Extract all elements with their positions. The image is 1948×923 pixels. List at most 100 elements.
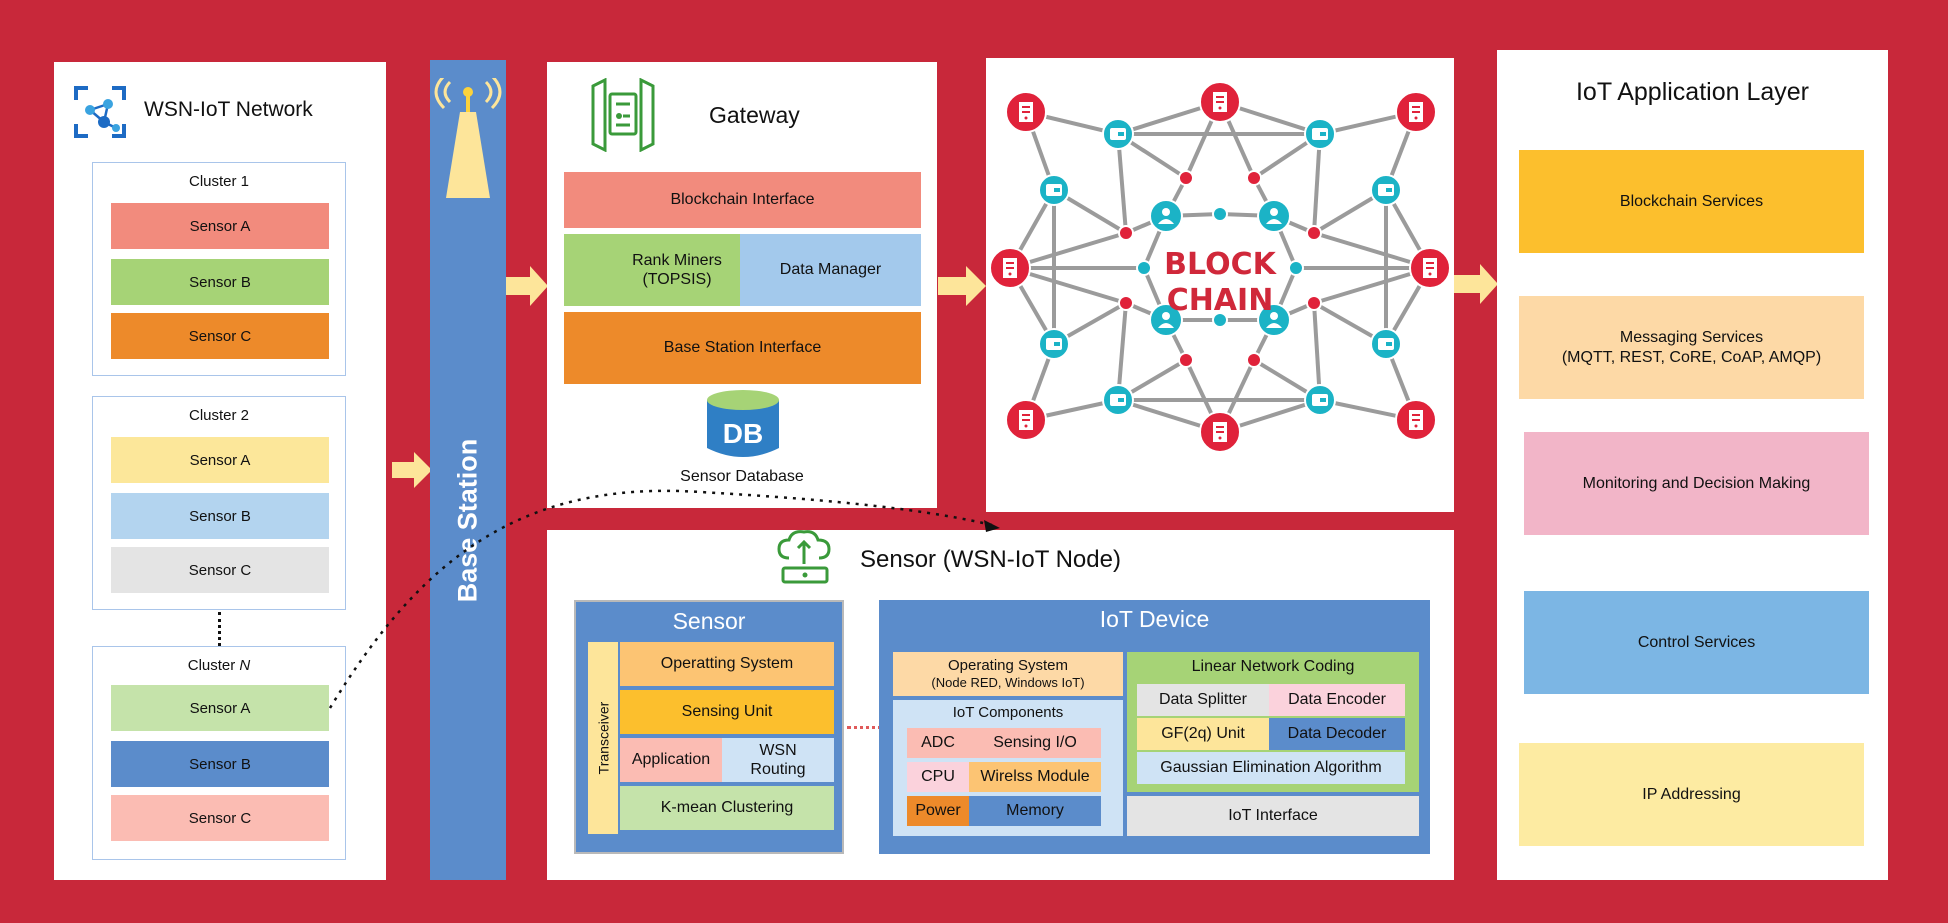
wallet-icon [1312,128,1328,140]
user-icon [1266,208,1282,224]
base-station-interface: Base Station Interface [564,312,921,384]
wallet-icon [1046,184,1062,196]
sensor-c: Sensor C [111,795,329,841]
sensor-database-label: Sensor Database [680,468,804,485]
sensor-a: Sensor A [111,203,329,249]
wallet-icon [1110,394,1126,406]
data-manager: Data Manager [740,234,921,306]
sensor-c: Sensor C [111,547,329,593]
hub-node [1288,260,1304,276]
wallet-icon [1110,128,1126,140]
wallet-icon [1378,184,1394,196]
user-icon [1266,312,1282,328]
topsis-label: (TOPSIS) [642,271,712,288]
network-icon [74,86,126,138]
blockchain-network-graph: BLOCK CHAIN [989,81,1451,453]
iot-device-title: IoT Device [1099,606,1210,632]
gaussian-elimination: Gaussian Elimination Algorithm [1137,752,1405,784]
iot-components: IoT Components ADC Sensing I/O CPU Wirel… [893,700,1123,836]
transceiver-label: Transceiver [595,701,611,775]
hub-node [1212,312,1228,328]
sensor-b: Sensor B [111,741,329,787]
block-node [1246,170,1262,186]
gateway-panel: Gateway Blockchain Interface Rank Miners… [547,62,937,508]
wsn-routing: WSN Routing [722,738,834,782]
sensor-a: Sensor A [111,685,329,731]
cluster-title: Cluster N [93,657,345,674]
sensor-b: Sensor B [111,259,329,305]
wireless-module: Wirelss Module [969,762,1101,792]
block-node [1118,225,1134,241]
user-icon [1158,208,1174,224]
sensing-unit: Sensing Unit [620,690,834,734]
database-icon: DB [707,390,779,457]
gateway-title: Gateway [709,102,800,128]
server-icon [1019,102,1033,122]
network-edge [1116,302,1128,401]
messaging-services: Messaging Services (MQTT, REST, CoRE, Co… [1519,296,1864,399]
arrow-right-icon [506,266,548,306]
kmean-clustering: K-mean Clustering [620,786,834,830]
cluster-title-n: N [239,657,251,674]
hub-node [1212,206,1228,222]
iot-operating-system: Operating System (Node RED, Windows IoT) [893,652,1123,696]
power: Power [907,796,969,826]
iot-os-line1: Operating System [947,657,1069,675]
blockchain-label-line2: CHAIN [1167,283,1274,318]
cluster-n: Cluster N Sensor A Sensor B Sensor C [92,646,346,860]
block-node [1306,295,1322,311]
wsn-routing-line2: Routing [750,761,806,778]
data-splitter: Data Splitter [1137,684,1269,716]
cluster-title: Cluster 1 [188,173,250,190]
arrow-right-icon [938,266,986,306]
lnc-title: Linear Network Coding [1191,658,1355,675]
sensor-node-panel: Sensor (WSN-IoT Node) Sensor Transceiver… [547,530,1454,880]
cluster-ellipsis-connector [218,612,221,646]
app-layer-title: IoT Application Layer [1575,78,1810,106]
server-icon [1423,258,1437,278]
iot-components-title: IoT Components [952,704,1064,721]
rank-miners: Rank Miners (TOPSIS) [564,234,740,306]
block-node [1178,352,1194,368]
server-icon [1409,410,1423,430]
control-services: Control Services [1524,591,1869,694]
messaging-line2: (MQTT, REST, CoRE, CoAP, AMQP) [1561,348,1822,366]
iot-device: IoT Device Operating System (Node RED, W… [879,600,1430,854]
arrow-right-icon [392,452,432,488]
blockchain-network-panel: BLOCK CHAIN [986,58,1454,512]
sensor-device-title: Sensor [672,608,746,634]
wallet-icon [1312,394,1328,406]
sensor-iot-link [847,726,901,729]
server-icon [1213,422,1227,442]
wallet-icon [1046,338,1062,350]
cluster-2: Cluster 2 Sensor A Sensor B Sensor C [92,396,346,610]
cluster-title-text: Cluster [187,657,240,674]
linear-network-coding: Linear Network Coding Data Splitter Data… [1127,652,1419,792]
server-icon [1019,410,1033,430]
rank-miners-label: Rank Miners [632,251,722,269]
network-edge [1312,133,1322,234]
arrow-right-icon [1454,264,1498,304]
sensor-a: Sensor A [111,437,329,483]
cluster-1: Cluster 1 Sensor A Sensor B Sensor C [92,162,346,376]
monitoring-decision-making: Monitoring and Decision Making [1524,432,1869,535]
cpu: CPU [907,762,969,792]
wsn-title: WSN-IoT Network [144,98,313,121]
operating-system: Operatting System [620,642,834,686]
blockchain-interface: Blockchain Interface [564,172,921,228]
blockchain-label-line1: BLOCK [1164,247,1277,282]
antenna-tower-icon [434,78,502,198]
block-node [1246,352,1262,368]
network-edge [1312,302,1322,401]
sensor-node-title: Sensor (WSN-IoT Node) [860,546,1121,573]
sensing-io: Sensing I/O [969,728,1101,758]
cluster-title: Cluster 2 [188,407,250,424]
iot-os-line2: (Node RED, Windows IoT) [931,675,1085,691]
block-node [1118,295,1134,311]
block-node [1306,225,1322,241]
sensor-c: Sensor C [111,313,329,359]
cloud-upload-icon [777,530,831,584]
block-node [1178,170,1194,186]
server-icon [1213,92,1227,112]
iot-application-layer-panel: IoT Application Layer Blockchain Service… [1497,50,1888,880]
